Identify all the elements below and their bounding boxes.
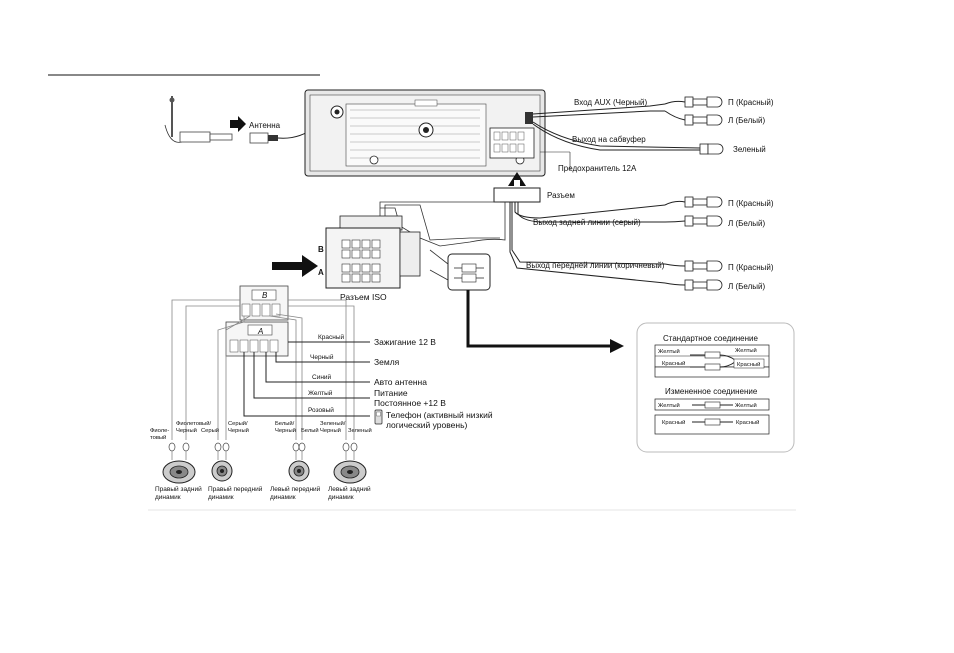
- violet-label-b: товый: [150, 434, 166, 441]
- violet-black-label-a: Фиолетовый/: [176, 420, 211, 427]
- up-arrow-icon: [508, 172, 526, 186]
- speaker-icon: [211, 451, 233, 482]
- iso-row-b: B: [318, 245, 324, 254]
- fuse-label: Предохранитель 12А: [558, 164, 637, 173]
- rca-plug-icon: [664, 279, 723, 291]
- rca-plug-icon: [684, 114, 723, 126]
- phone-label-1: Телефон (активный низкий: [386, 410, 493, 420]
- violet-label-a: Фиоле-: [150, 428, 169, 434]
- inline-connector: [429, 249, 491, 291]
- power-label-1: Питание: [374, 388, 408, 398]
- connector-block: [493, 187, 541, 203]
- rear-line-label: Выход задней линии (серый): [533, 218, 641, 227]
- iso-label: Разъем ISO: [340, 292, 387, 302]
- sub-color-label: Зеленый: [733, 145, 766, 154]
- ignition-label: Зажигание 12 В: [374, 337, 436, 347]
- front-line-label: Выход передней линии (коричневый): [526, 261, 665, 270]
- speaker-label-1a: Правый задний: [155, 485, 202, 493]
- modified-title: Измененное соединение: [665, 387, 758, 396]
- wire-connector-icon: [168, 442, 358, 452]
- arrow-icon: [230, 116, 246, 132]
- std-red-right: Красный: [737, 361, 760, 368]
- gray-black-label-b: Черный: [228, 427, 249, 434]
- speaker-label-4a: Левый задний: [328, 485, 371, 493]
- arrow-icon: [466, 290, 612, 348]
- white-black-label-a: Белый/: [275, 420, 295, 427]
- speaker-label-4b: динамик: [328, 494, 354, 501]
- auto-antenna-label: Авто антенна: [374, 377, 427, 387]
- speaker-label-1b: динамик: [155, 494, 181, 501]
- standard-title: Стандартное соединение: [663, 334, 759, 343]
- phone-icon: [374, 409, 383, 425]
- mod-red-right: Красный: [736, 419, 759, 426]
- rca-plug-icon: [664, 215, 723, 227]
- front-left-label: Л (Белый): [728, 282, 765, 291]
- pink-wire-label: Розовый: [308, 406, 334, 414]
- iso-block-b-label: B: [262, 291, 268, 300]
- speaker-label-3b: динамик: [270, 494, 296, 501]
- rca-plug-icon: [699, 143, 724, 155]
- rear-left-label: Л (Белый): [728, 219, 765, 228]
- red-wire-label: Красный: [318, 333, 345, 341]
- arrow-icon: [272, 255, 318, 277]
- speaker-wire-bundle: [171, 299, 355, 440]
- speaker-label-2b: динамик: [208, 494, 234, 501]
- ground-label: Земля: [374, 357, 400, 367]
- violet-black-label-b: Черный: [176, 427, 197, 434]
- rear-right-label: П (Красный): [728, 199, 774, 208]
- mod-yellow-left: Желтый: [658, 402, 680, 409]
- speaker-label-2a: Правый передний: [208, 485, 263, 493]
- mod-yellow-right: Желтый: [735, 402, 757, 409]
- std-red-left: Красный: [662, 360, 685, 367]
- arrow-icon: [610, 339, 624, 353]
- iso-block-a: [225, 321, 289, 357]
- yellow-wire-label: Желтый: [308, 389, 333, 397]
- green-black-label-a: Зеленый/: [320, 420, 346, 427]
- std-red-right-box: [733, 358, 765, 369]
- line-out-wires: [380, 202, 666, 284]
- std-yellow-right: Желтый: [735, 347, 757, 354]
- antenna-label: Антенна: [249, 121, 281, 130]
- black-wire-label: Черный: [310, 353, 334, 361]
- rca-plug-icon: [664, 260, 723, 272]
- blue-wire-label: Синий: [312, 373, 332, 381]
- antenna-plug-icon: [164, 96, 233, 143]
- aux-sub-wires: [532, 100, 701, 151]
- modified-connection: [654, 398, 770, 435]
- power-label-2: Постоянное +12 В: [374, 398, 446, 408]
- phone-label-2: логический уровень): [386, 420, 467, 430]
- rca-plug-icon: [684, 96, 723, 108]
- iso-row-a: A: [318, 268, 324, 277]
- aux-left-label: Л (Белый): [728, 116, 765, 125]
- speaker-icon: [162, 451, 196, 484]
- iso-connector: [325, 201, 500, 289]
- white-label: Белый: [301, 427, 319, 434]
- head-unit: [304, 89, 546, 177]
- speaker-icon: [333, 451, 367, 484]
- front-right-label: П (Красный): [728, 263, 774, 272]
- iso-block-a-label: A: [257, 327, 263, 336]
- green-black-label-b: Черный: [320, 427, 341, 434]
- speaker-label-3a: Левый передний: [270, 485, 321, 493]
- speaker-icon: [288, 451, 310, 482]
- gray-label: Серый: [201, 427, 219, 434]
- std-yellow-left: Желтый: [658, 348, 680, 355]
- green-label: Зеленый: [348, 427, 372, 434]
- gray-black-label-a: Серый/: [228, 420, 248, 427]
- sub-out-label: Выход на сабвуфер: [572, 135, 646, 144]
- aux-in-label: Вход AUX (Черный): [574, 98, 648, 107]
- mod-red-left: Красный: [662, 419, 685, 426]
- power-wire-bundle: [243, 341, 370, 417]
- white-black-label-b: Черный: [275, 427, 296, 434]
- rca-plug-icon: [664, 196, 723, 208]
- connector-label: Разъем: [547, 191, 575, 200]
- aux-right-label: П (Красный): [728, 98, 774, 107]
